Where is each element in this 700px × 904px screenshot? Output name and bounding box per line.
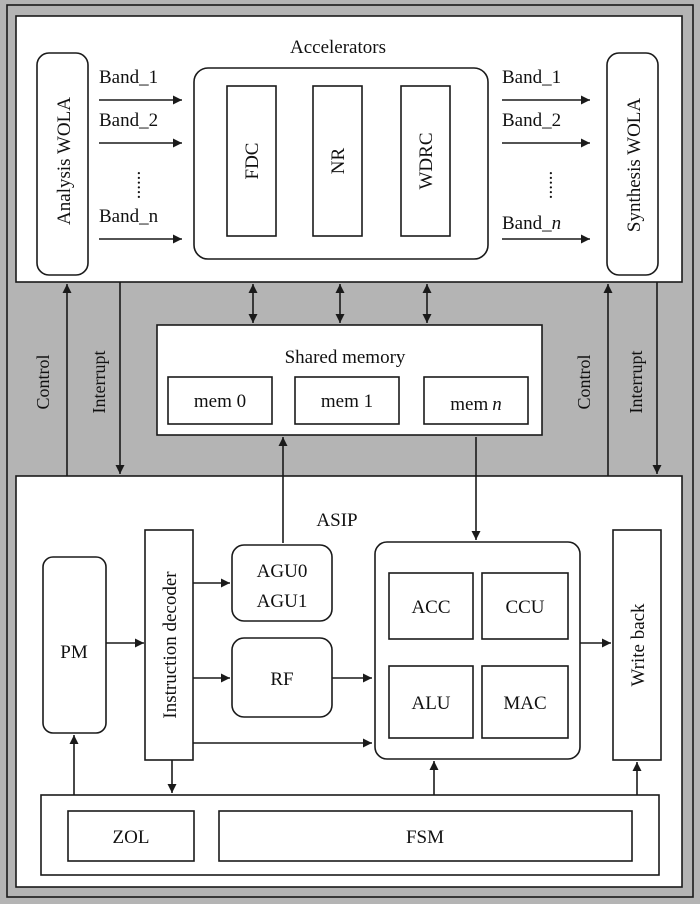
instruction-decoder-block <box>144 529 194 761</box>
analysis-wola-block <box>36 52 89 276</box>
left-control-label: Control <box>33 354 53 409</box>
mem1-label: mem 1 <box>321 391 373 412</box>
band-out-n-var: n <box>552 213 562 234</box>
rf-label: RF <box>270 669 293 690</box>
mac-block <box>481 665 569 739</box>
asip-title: ASIP <box>316 510 357 531</box>
fsm-label: FSM <box>406 827 444 848</box>
mem1-block <box>294 376 400 425</box>
fsm-block <box>218 810 633 862</box>
mem0-block <box>167 376 273 425</box>
nr-label: NR <box>328 147 349 174</box>
band-out-n-label: Band_n <box>502 213 561 234</box>
write-back-label: Write back <box>628 603 649 687</box>
alu-label: ALU <box>411 693 450 714</box>
fdc-label: FDC <box>242 143 263 180</box>
band-out-2-label: Band_2 <box>502 110 561 131</box>
synthesis-wola-block <box>606 52 659 276</box>
band-out-n-base: Band_ <box>502 213 552 234</box>
accelerators-title: Accelerators <box>290 37 386 58</box>
pm-label: PM <box>60 642 88 663</box>
band-in-1-label: Band_1 <box>99 67 158 88</box>
shared-memory-title: Shared memory <box>285 347 406 368</box>
synthesis-wola-label: Synthesis WOLA <box>624 98 645 233</box>
nr-block <box>312 85 363 237</box>
memn-block <box>423 376 529 425</box>
band-in-dots: ...... <box>124 171 145 200</box>
zol-label: ZOL <box>113 827 150 848</box>
acc-block <box>388 572 474 640</box>
acc-label: ACC <box>411 597 450 618</box>
zol-block <box>67 810 195 862</box>
fdc-block <box>226 85 277 237</box>
mac-label: MAC <box>503 693 546 714</box>
memn-base: mem <box>450 394 488 415</box>
write-back-block <box>612 529 662 761</box>
right-control-label: Control <box>574 354 594 409</box>
wdrc-label: WDRC <box>416 133 437 190</box>
ccu-label: CCU <box>505 597 544 618</box>
agu1-label: AGU1 <box>257 591 308 612</box>
band-in-2-label: Band_2 <box>99 110 158 131</box>
agu-block <box>231 544 333 622</box>
band-out-1-label: Band_1 <box>502 67 561 88</box>
mem0-label: mem 0 <box>194 391 246 412</box>
wdrc-block <box>400 85 451 237</box>
band-out-dots: ...... <box>536 171 557 200</box>
analysis-wola-label: Analysis WOLA <box>54 97 75 225</box>
memn-var: n <box>492 394 502 415</box>
agu0-label: AGU0 <box>257 561 308 582</box>
pm-block <box>42 556 107 734</box>
right-interrupt-label: Interrupt <box>626 351 646 414</box>
ccu-block <box>481 572 569 640</box>
left-interrupt-label: Interrupt <box>89 351 109 414</box>
alu-block <box>388 665 474 739</box>
instruction-decoder-label: Instruction decoder <box>160 571 181 719</box>
band-in-n-label: Band_n <box>99 206 159 227</box>
